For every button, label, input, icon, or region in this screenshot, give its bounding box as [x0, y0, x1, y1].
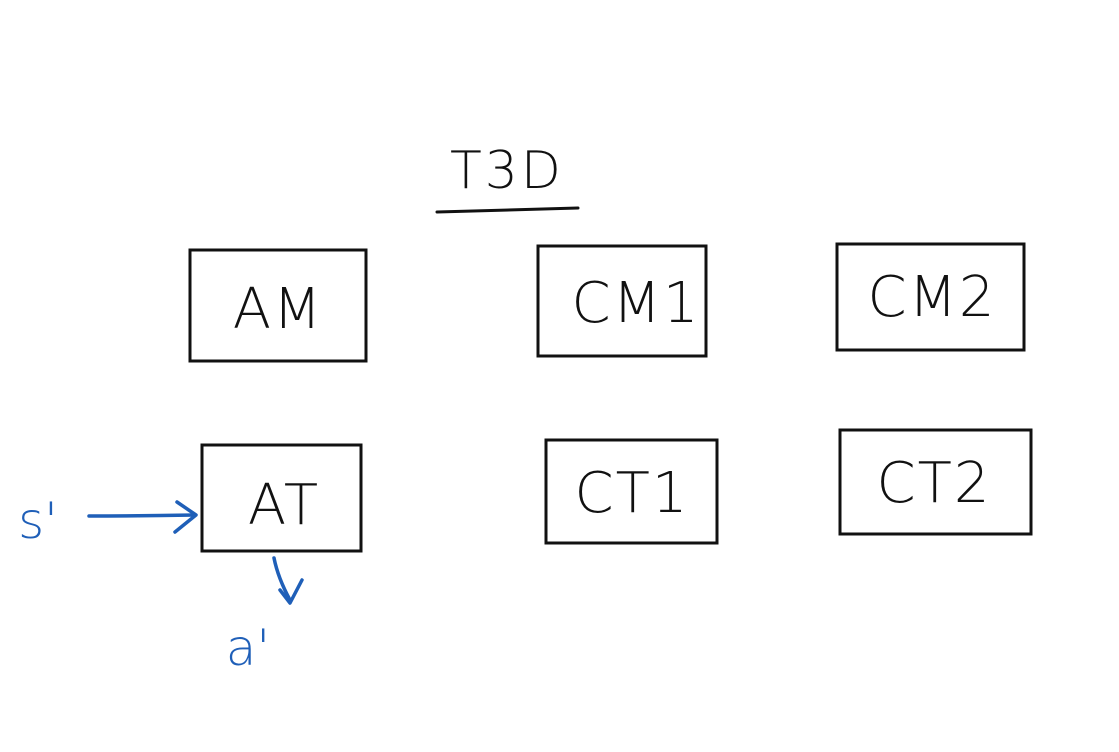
- output-arrow-head: [278, 578, 304, 605]
- output-arrow-shaft: [272, 556, 292, 602]
- box-ct1: CT1: [544, 438, 719, 545]
- box-am-border: [188, 248, 368, 363]
- input-annotation: s': [18, 492, 198, 550]
- box-cm1-label: CM1: [571, 271, 700, 336]
- output-annotation: a': [226, 556, 304, 677]
- box-am-label: AM: [233, 277, 324, 342]
- box-cm1-border: [536, 244, 708, 358]
- box-am: AM: [188, 248, 368, 363]
- box-at-label: AT: [248, 473, 320, 538]
- input-arrow-shaft: [87, 513, 197, 518]
- box-ct2-border: [838, 428, 1033, 536]
- box-cm2-border: [835, 242, 1026, 352]
- box-at-border: [200, 443, 363, 553]
- output-label: a': [226, 619, 270, 677]
- input-arrow-head: [173, 500, 198, 534]
- title-text: T3D: [450, 141, 564, 201]
- box-cm2: CM2: [835, 242, 1026, 352]
- input-label: s': [18, 492, 58, 550]
- box-cm2-label: CM2: [867, 265, 996, 330]
- box-cm1: CM1: [536, 244, 708, 358]
- diagram-title: T3D: [435, 141, 580, 214]
- box-at: AT: [200, 443, 363, 553]
- box-ct1-border: [544, 438, 719, 545]
- box-ct2-label: CT2: [877, 451, 992, 516]
- box-ct1-label: CT1: [575, 461, 690, 526]
- title-underline: [435, 206, 580, 214]
- box-ct2: CT2: [838, 428, 1033, 536]
